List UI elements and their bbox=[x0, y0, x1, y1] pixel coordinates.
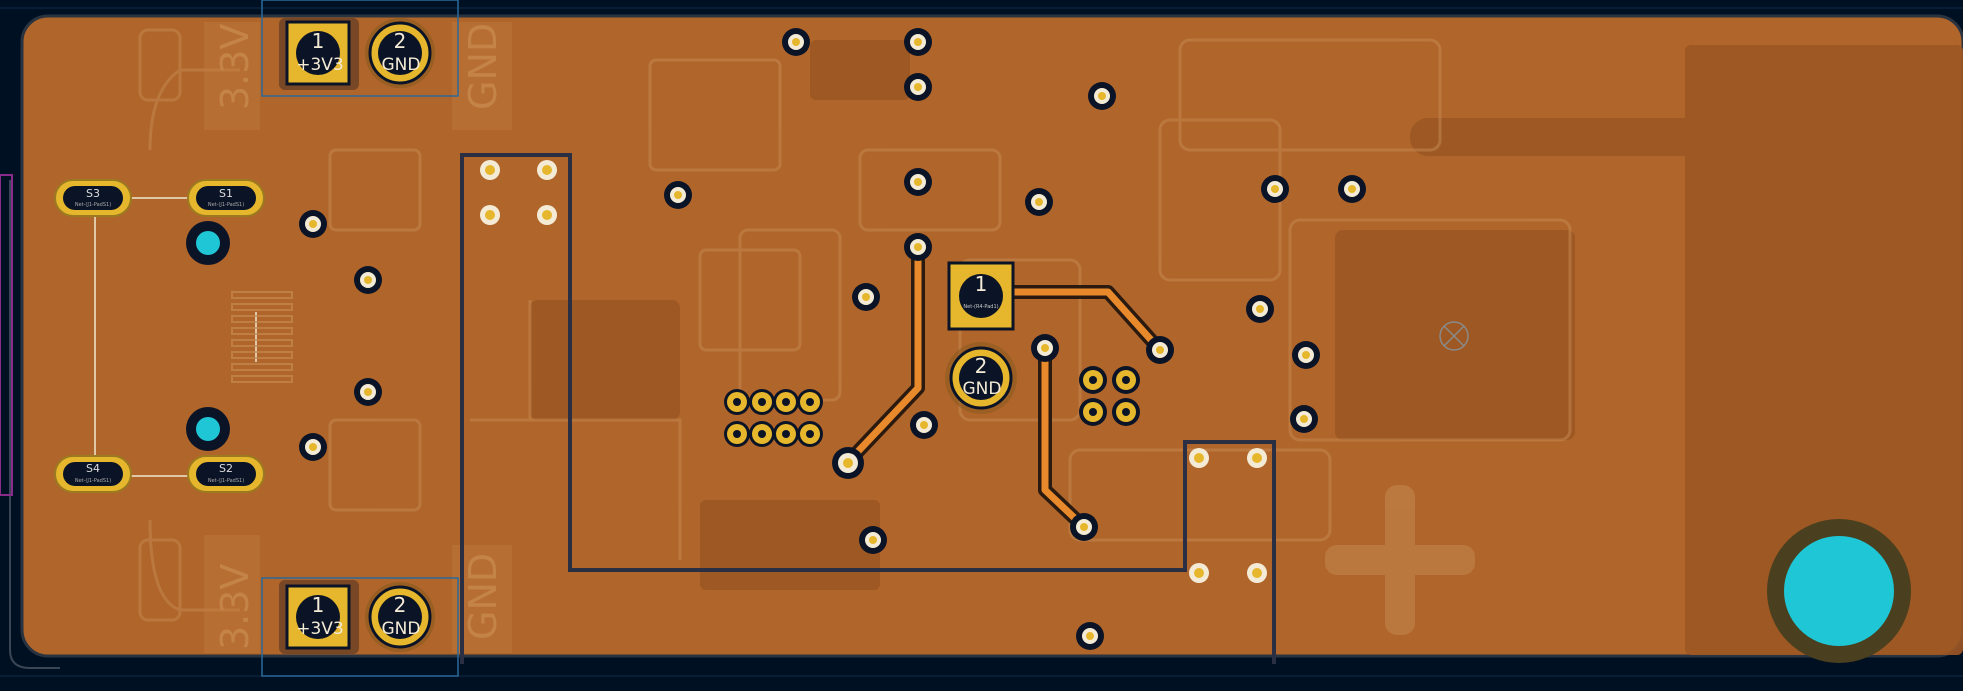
switch-ref-s3: S3 bbox=[86, 187, 100, 200]
switch-pad-s3[interactable]: S3 Net-(J1-PadS1) bbox=[54, 179, 132, 217]
switch-pad-s2[interactable]: S2 Net-(J1-PadS1) bbox=[187, 455, 265, 493]
switch-ref-s4: S4 bbox=[86, 462, 100, 475]
switch-net-s2: Net-(J1-PadS1) bbox=[208, 478, 244, 484]
pad-net: GND bbox=[382, 619, 421, 639]
zone-vias bbox=[480, 160, 1267, 583]
crosshair-icon bbox=[1439, 321, 1469, 351]
usb-pin-pads bbox=[231, 291, 293, 383]
pad-net: +3V3 bbox=[296, 619, 344, 639]
pad-net: GND bbox=[963, 379, 1002, 399]
pad-number: 1 bbox=[312, 29, 325, 53]
board-outline[interactable] bbox=[20, 14, 1963, 658]
silk-details bbox=[138, 28, 1572, 622]
silk-label-3v3-bot: 3.3V bbox=[213, 564, 257, 650]
pad-center-2[interactable]: 2 GND bbox=[945, 342, 1017, 414]
via-cluster-right bbox=[1079, 366, 1140, 426]
switch-ref-s1: S1 bbox=[219, 187, 233, 200]
board-edge-left bbox=[9, 180, 60, 669]
pad-number: 2 bbox=[975, 354, 988, 378]
plus-silk-icon bbox=[1325, 485, 1475, 635]
pad-net: Net-(R4-Pad1) bbox=[963, 304, 998, 310]
edge-connector-mark bbox=[0, 174, 13, 496]
switch-net-s1: Net-(J1-PadS1) bbox=[208, 202, 244, 208]
pad-number: 2 bbox=[394, 29, 407, 53]
pad-number: 2 bbox=[394, 593, 407, 617]
switch-pads: S3 Net-(J1-PadS1) S1 Net-(J1-PadS1) S4 N… bbox=[54, 179, 265, 493]
vias bbox=[299, 28, 1366, 650]
switch-pad-s1[interactable]: S1 Net-(J1-PadS1) bbox=[187, 179, 265, 217]
switch-net-s4: Net-(J1-PadS1) bbox=[75, 478, 111, 484]
copper-traces bbox=[841, 241, 1167, 534]
switch-ref-s2: S2 bbox=[219, 462, 233, 475]
pad-center-1[interactable]: 1 Net-(R4-Pad1) bbox=[947, 261, 1015, 331]
switch-pad-s4[interactable]: S4 Net-(J1-PadS1) bbox=[54, 455, 132, 493]
pad-net: +3V3 bbox=[296, 55, 344, 75]
silk-label-gnd-top: GND bbox=[461, 23, 505, 110]
silk-label-3v3-top: 3.3V bbox=[213, 24, 257, 110]
pad-number: 1 bbox=[312, 593, 325, 617]
pad-bot-left-1[interactable]: 1 +3V3 bbox=[279, 580, 359, 654]
copper-zones bbox=[530, 40, 1963, 655]
pad-number: 1 bbox=[975, 272, 988, 296]
pad-top-left-2[interactable]: 2 GND bbox=[365, 18, 435, 88]
usb-mounting-holes bbox=[186, 221, 230, 451]
mounting-hole-large[interactable] bbox=[1767, 519, 1911, 663]
silk-label-gnd-bot: GND bbox=[461, 553, 505, 640]
zone-outlines bbox=[460, 153, 1276, 664]
pad-top-left-1[interactable]: 1 +3V3 bbox=[279, 18, 359, 90]
pad-net: GND bbox=[382, 55, 421, 75]
footprint-courtyards bbox=[261, 0, 459, 677]
switch-net-s3: Net-(J1-PadS1) bbox=[75, 202, 111, 208]
pad-bot-left-2[interactable]: 2 GND bbox=[365, 582, 435, 652]
via-cluster-left bbox=[724, 389, 823, 447]
